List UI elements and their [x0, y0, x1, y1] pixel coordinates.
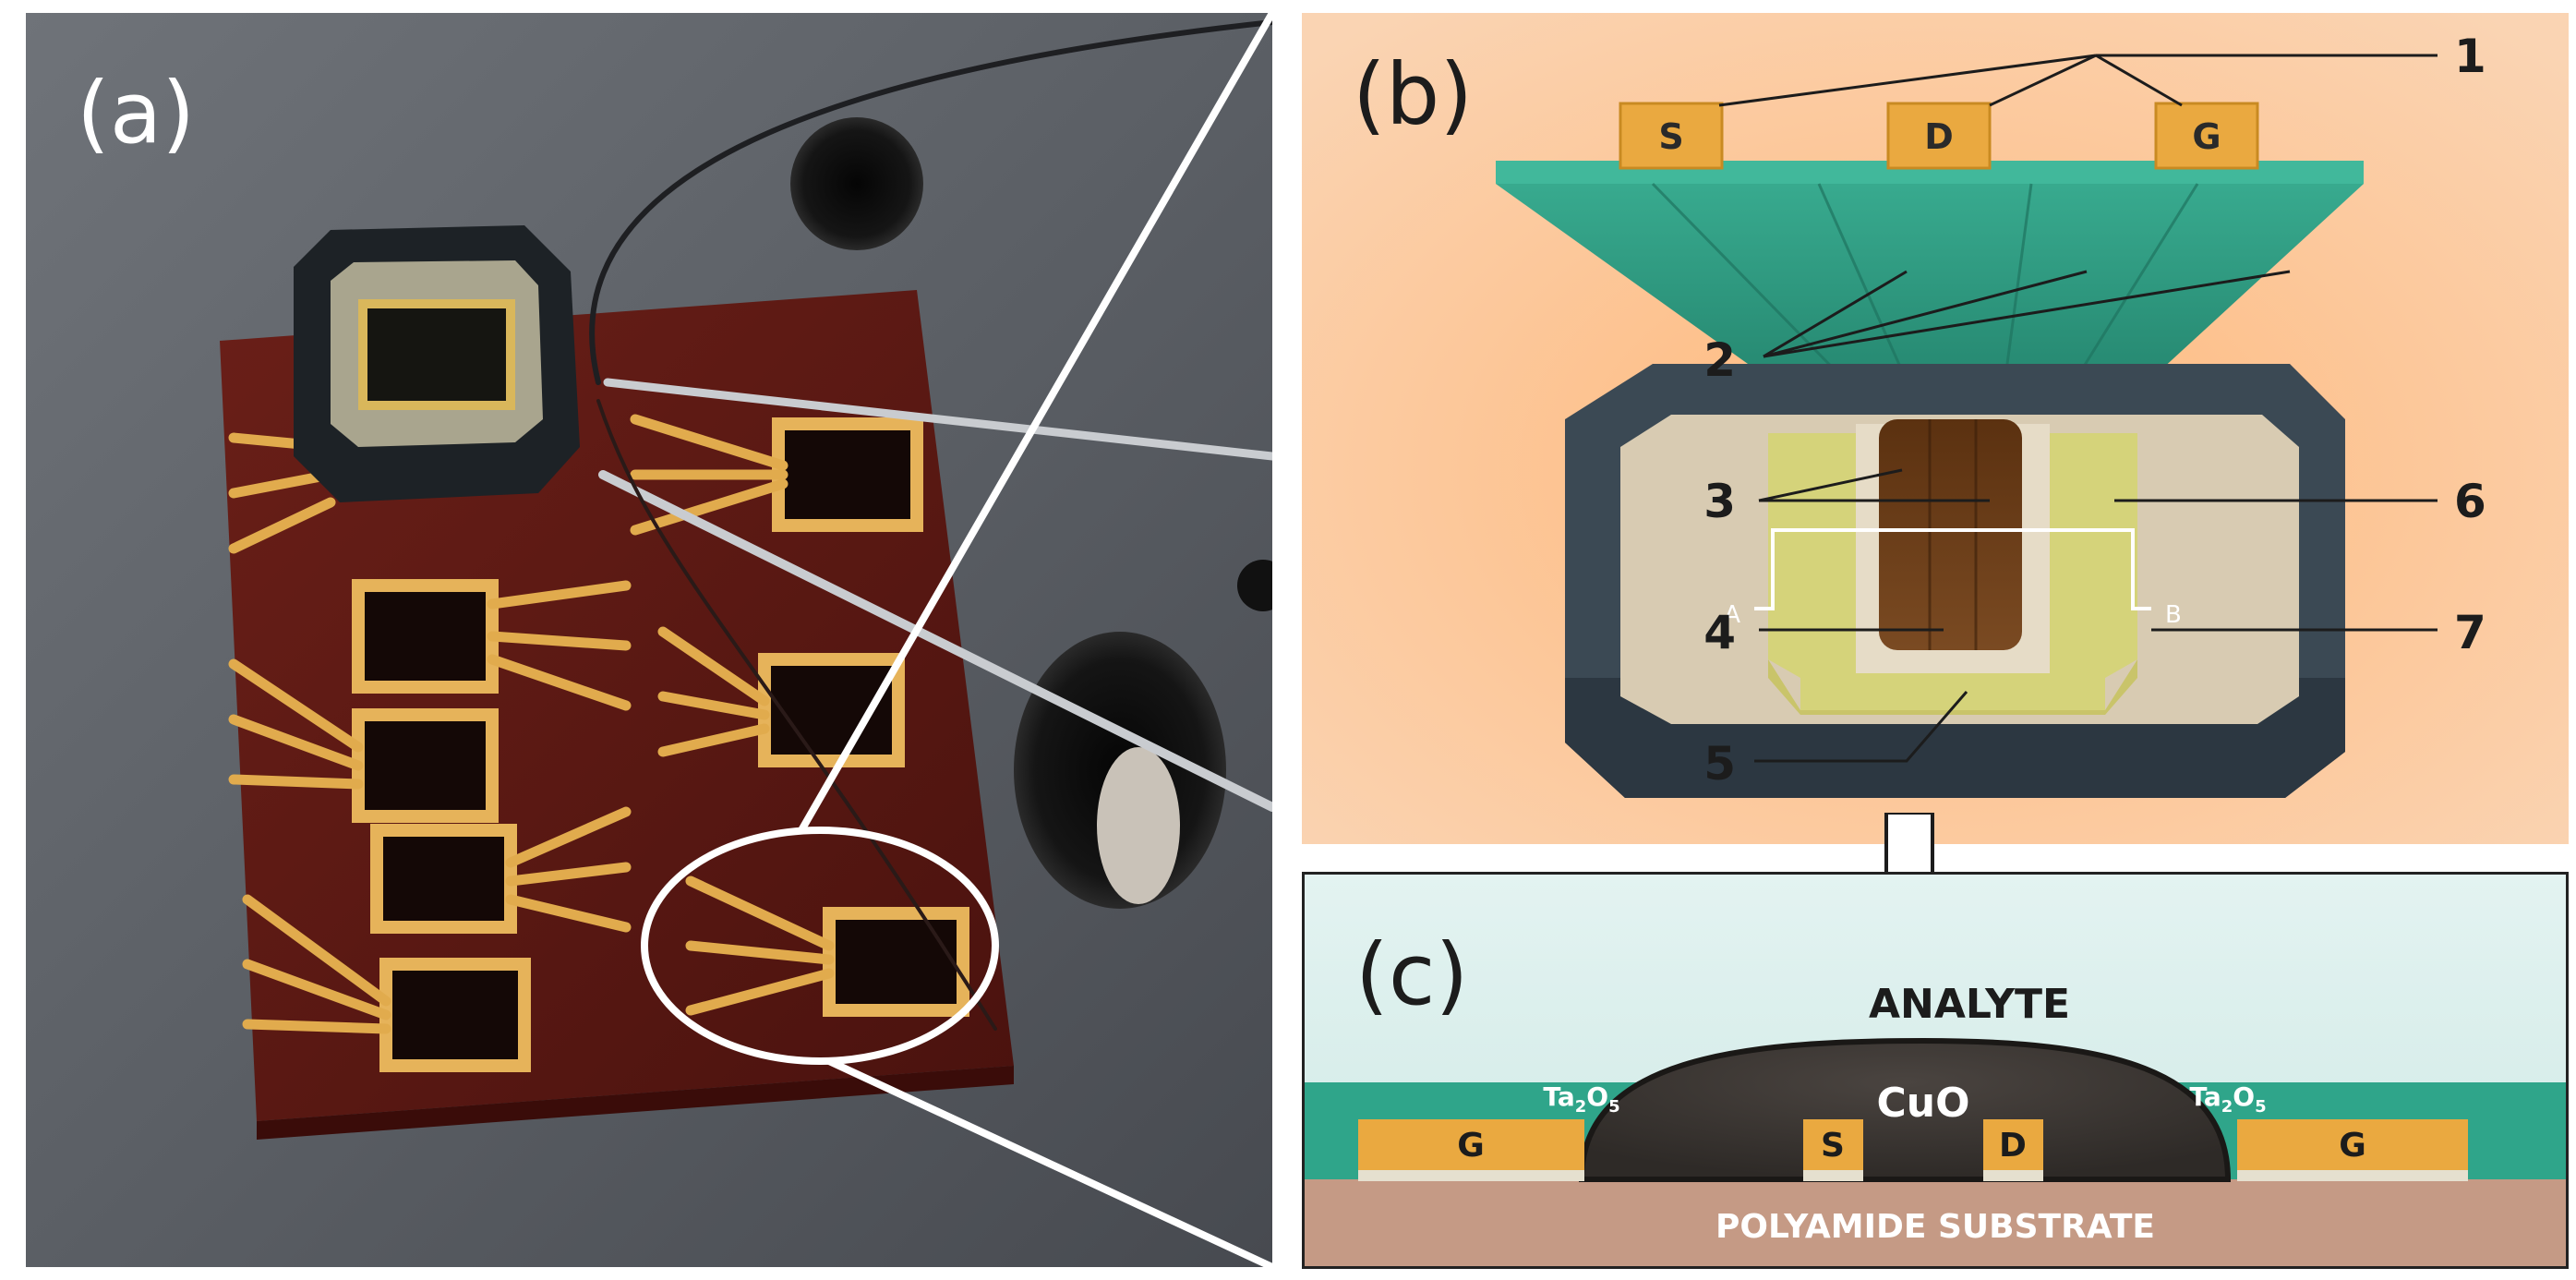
electrode-source: [1803, 1119, 1863, 1170]
pad-gate: [2154, 102, 2259, 170]
electrodes: [1358, 1119, 2468, 1181]
panel-a-label: (a): [77, 64, 195, 163]
callout-1: 1: [2454, 30, 2486, 83]
analyte-label: ANALYTE: [1869, 981, 2070, 1028]
cuo-channel: [1879, 419, 2022, 650]
mount-hole-edge: [1237, 560, 1272, 611]
cross-section-illustration: G S D G ANALYTE CuO Ta2O5 Ta2O5 POLYAMID…: [1305, 875, 2566, 1266]
probe-wires: [589, 19, 1272, 1031]
pad-source: [1619, 102, 1724, 170]
polyamide-substrate: [1305, 1179, 2566, 1266]
callout-7: 7: [2454, 606, 2486, 659]
mount-hole-top: [790, 117, 923, 250]
section-mark-a: A: [1724, 601, 1740, 629]
cuo-film: [1578, 1037, 2232, 1182]
chip-edge: [257, 1066, 1014, 1140]
ta2o5-label-left: Ta2O5: [1543, 1081, 1619, 1117]
analyte-well: [294, 225, 580, 502]
callout-leaders: [1718, 54, 2438, 763]
callout-2: 2: [1703, 333, 1736, 387]
schematic-illustration: S D G A B: [1302, 13, 2569, 844]
well-frame: [1565, 364, 2345, 798]
gold-leads: [228, 414, 835, 1034]
pad-label-g: G: [2192, 116, 2221, 157]
section-mark-b: B: [2165, 601, 2182, 629]
pad-drain: [1886, 102, 1992, 170]
electrode-label-g-right: G: [2339, 1127, 2366, 1165]
pad-label-d: D: [1924, 116, 1954, 157]
zoom-ellipse: [641, 827, 999, 1065]
substrate-label: POLYAMIDE SUBSTRATE: [1715, 1208, 2155, 1246]
hole-reflection: [1097, 747, 1180, 904]
electrode-label-d: D: [1999, 1127, 2027, 1165]
electrode-label-g-left: G: [1457, 1127, 1485, 1165]
passivation-leads: [1496, 161, 2364, 392]
section-line: [1754, 528, 2151, 610]
zoom-line-bottom: [827, 1057, 1272, 1267]
ta2o5-label-right: Ta2O5: [2189, 1081, 2266, 1117]
cross-section-panel-c: G S D G ANALYTE CuO Ta2O5 Ta2O5 POLYAMID…: [1302, 872, 2569, 1269]
electrode-gate-left: [1358, 1119, 1584, 1170]
electrode-drain: [1983, 1119, 2043, 1170]
callout-6: 6: [2454, 475, 2486, 528]
callout-4: 4: [1703, 606, 1736, 659]
zoom-line-top: [798, 13, 1272, 832]
gate-electrode-left: [1768, 433, 1856, 678]
pad-label-s: S: [1658, 116, 1683, 157]
callout-5: 5: [1703, 737, 1736, 791]
electrode-label-s: S: [1821, 1127, 1845, 1165]
photo-illustration: (a): [26, 13, 1272, 1267]
panel-b-label: (b): [1353, 45, 1473, 144]
panel-c-label: (c): [1355, 925, 1468, 1024]
contact-pads: S D G: [1619, 102, 2259, 170]
electrode-gate-right: [2237, 1119, 2468, 1170]
transistor-array: [352, 417, 969, 1072]
callout-3: 3: [1703, 475, 1736, 528]
schematic-panel-b: S D G A B: [1302, 13, 2569, 844]
gate-electrode-right: [2050, 433, 2137, 678]
cuo-label: CuO: [1876, 1080, 1969, 1127]
photo-panel-a: (a): [26, 13, 1272, 1267]
